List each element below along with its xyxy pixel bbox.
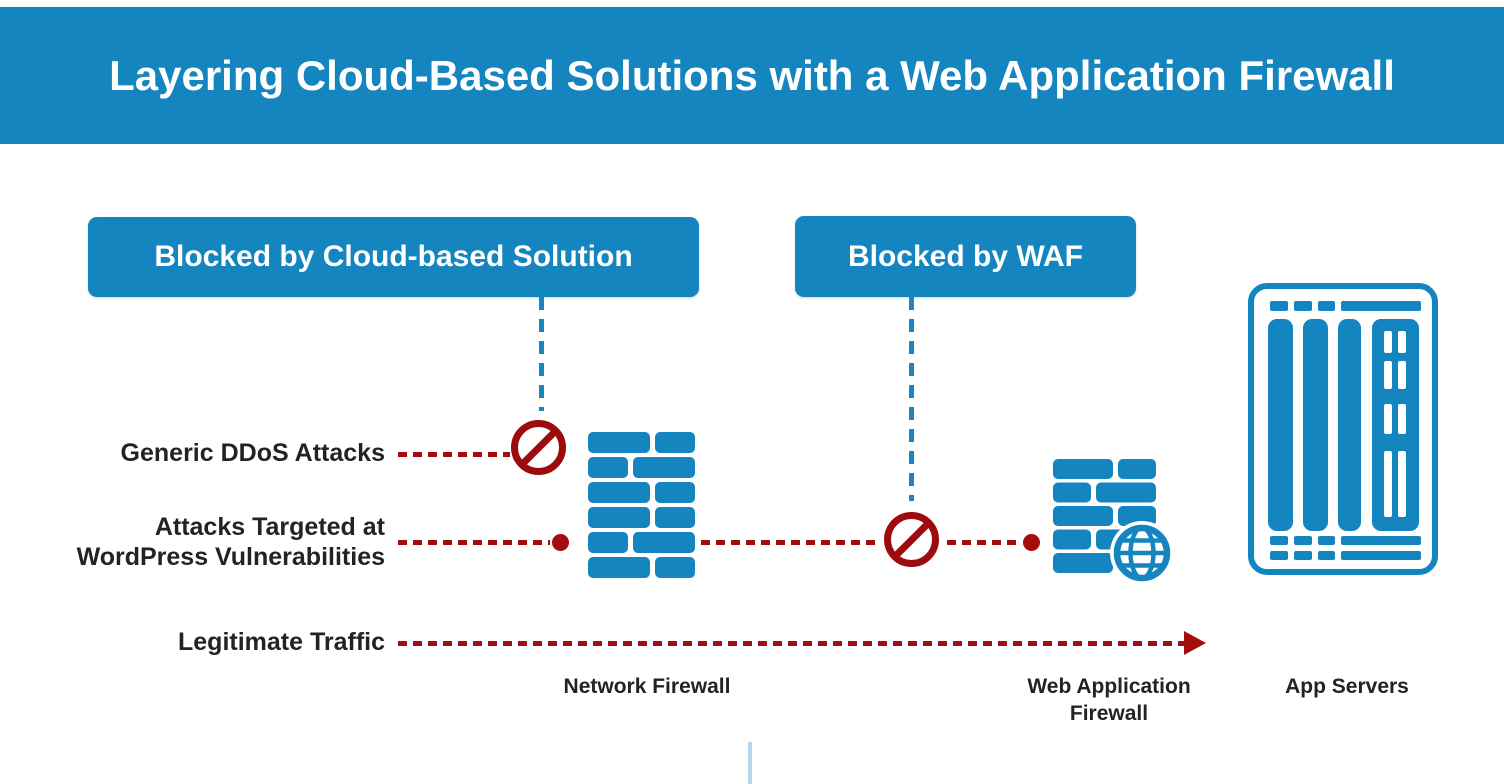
cloud-callout-connector-line (539, 297, 544, 411)
label-network-firewall: Network Firewall (563, 675, 731, 698)
wordpress-traffic-dash-line-3 (947, 540, 1022, 545)
wordpress-traffic-stop-dot-1 (552, 534, 569, 551)
callout-blocked-by-waf: Blocked by WAF (795, 216, 1136, 297)
decorative-accent-line (748, 742, 752, 784)
title-banner: Layering Cloud-Based Solutions with a We… (0, 7, 1504, 144)
no-entry-icon (884, 512, 939, 567)
wordpress-traffic-dash-line-2 (701, 540, 881, 545)
label-app-servers: App Servers (1285, 675, 1409, 698)
wordpress-traffic-stop-dot-2 (1023, 534, 1040, 551)
label-web-application-firewall: Web Application Firewall (1027, 675, 1191, 725)
callout-blocked-by-waf-label: Blocked by WAF (847, 239, 1084, 273)
page-title: Layering Cloud-Based Solutions with a We… (109, 51, 1395, 99)
no-entry-icon (511, 420, 566, 475)
wordpress-traffic-dash-line-1 (398, 540, 550, 545)
callout-blocked-by-cloud-label: Blocked by Cloud-based Solution (154, 240, 633, 273)
label-legitimate-traffic: Legitimate Traffic (178, 628, 385, 656)
callout-blocked-by-cloud: Blocked by Cloud-based Solution (88, 217, 699, 297)
label-generic-ddos-attacks: Generic DDoS Attacks (120, 439, 385, 467)
ddos-traffic-dash-line (398, 452, 510, 457)
network-firewall-brick-wall-icon (588, 432, 695, 578)
legitimate-traffic-dash-line (398, 641, 1186, 646)
server-rack-icon (1248, 283, 1438, 575)
globe-icon (1110, 521, 1174, 585)
waf-callout-connector-line (909, 297, 914, 501)
label-wordpress-attacks: Attacks Targeted at WordPress Vulnerabil… (76, 513, 385, 571)
legitimate-traffic-arrowhead (1184, 631, 1206, 655)
